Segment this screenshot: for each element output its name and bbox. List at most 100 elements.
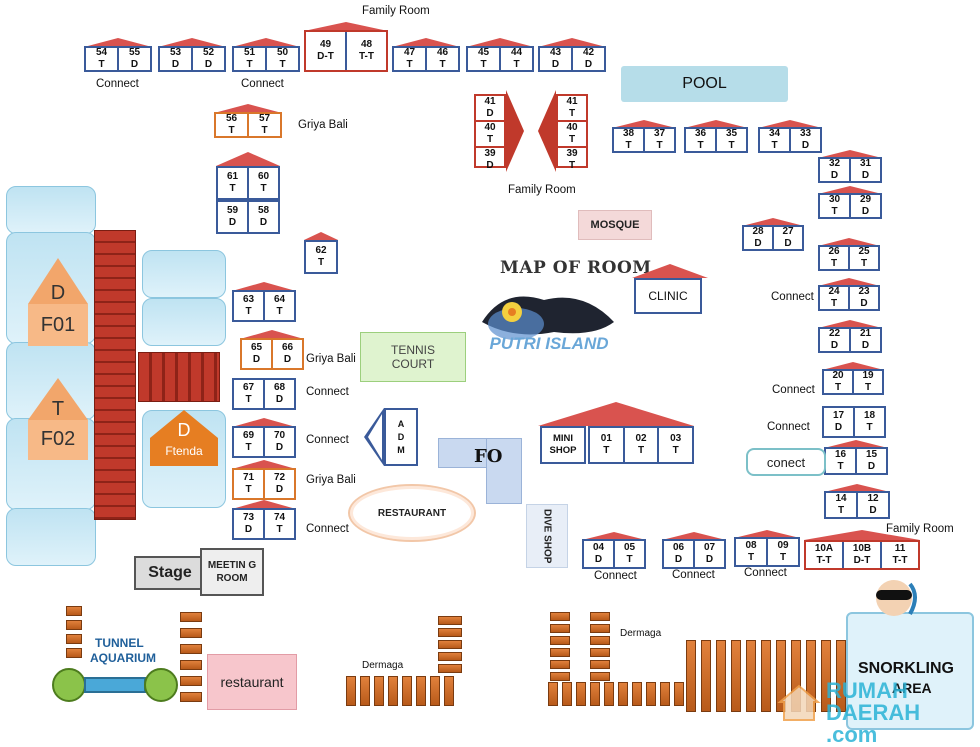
tennis-court[interactable]: TENNIS COURT bbox=[360, 332, 466, 382]
adm-building[interactable]: A D M bbox=[364, 408, 418, 466]
main-restaurant[interactable]: RESTAURANT bbox=[348, 484, 476, 542]
f01-villa[interactable]: D F01 bbox=[28, 258, 88, 346]
ftenda-tent[interactable]: D Ftenda bbox=[150, 410, 218, 466]
snorkling-area[interactable]: SNORKLING AREA bbox=[846, 580, 974, 730]
mosque[interactable]: MOSQUE bbox=[578, 210, 652, 240]
f02-villa[interactable]: T F02 bbox=[28, 378, 88, 460]
tunnel-aquarium[interactable] bbox=[52, 668, 178, 702]
front-office[interactable]: FO bbox=[438, 438, 522, 504]
pool[interactable]: POOL bbox=[621, 66, 788, 102]
small-restaurant[interactable]: restaurant bbox=[207, 654, 297, 710]
